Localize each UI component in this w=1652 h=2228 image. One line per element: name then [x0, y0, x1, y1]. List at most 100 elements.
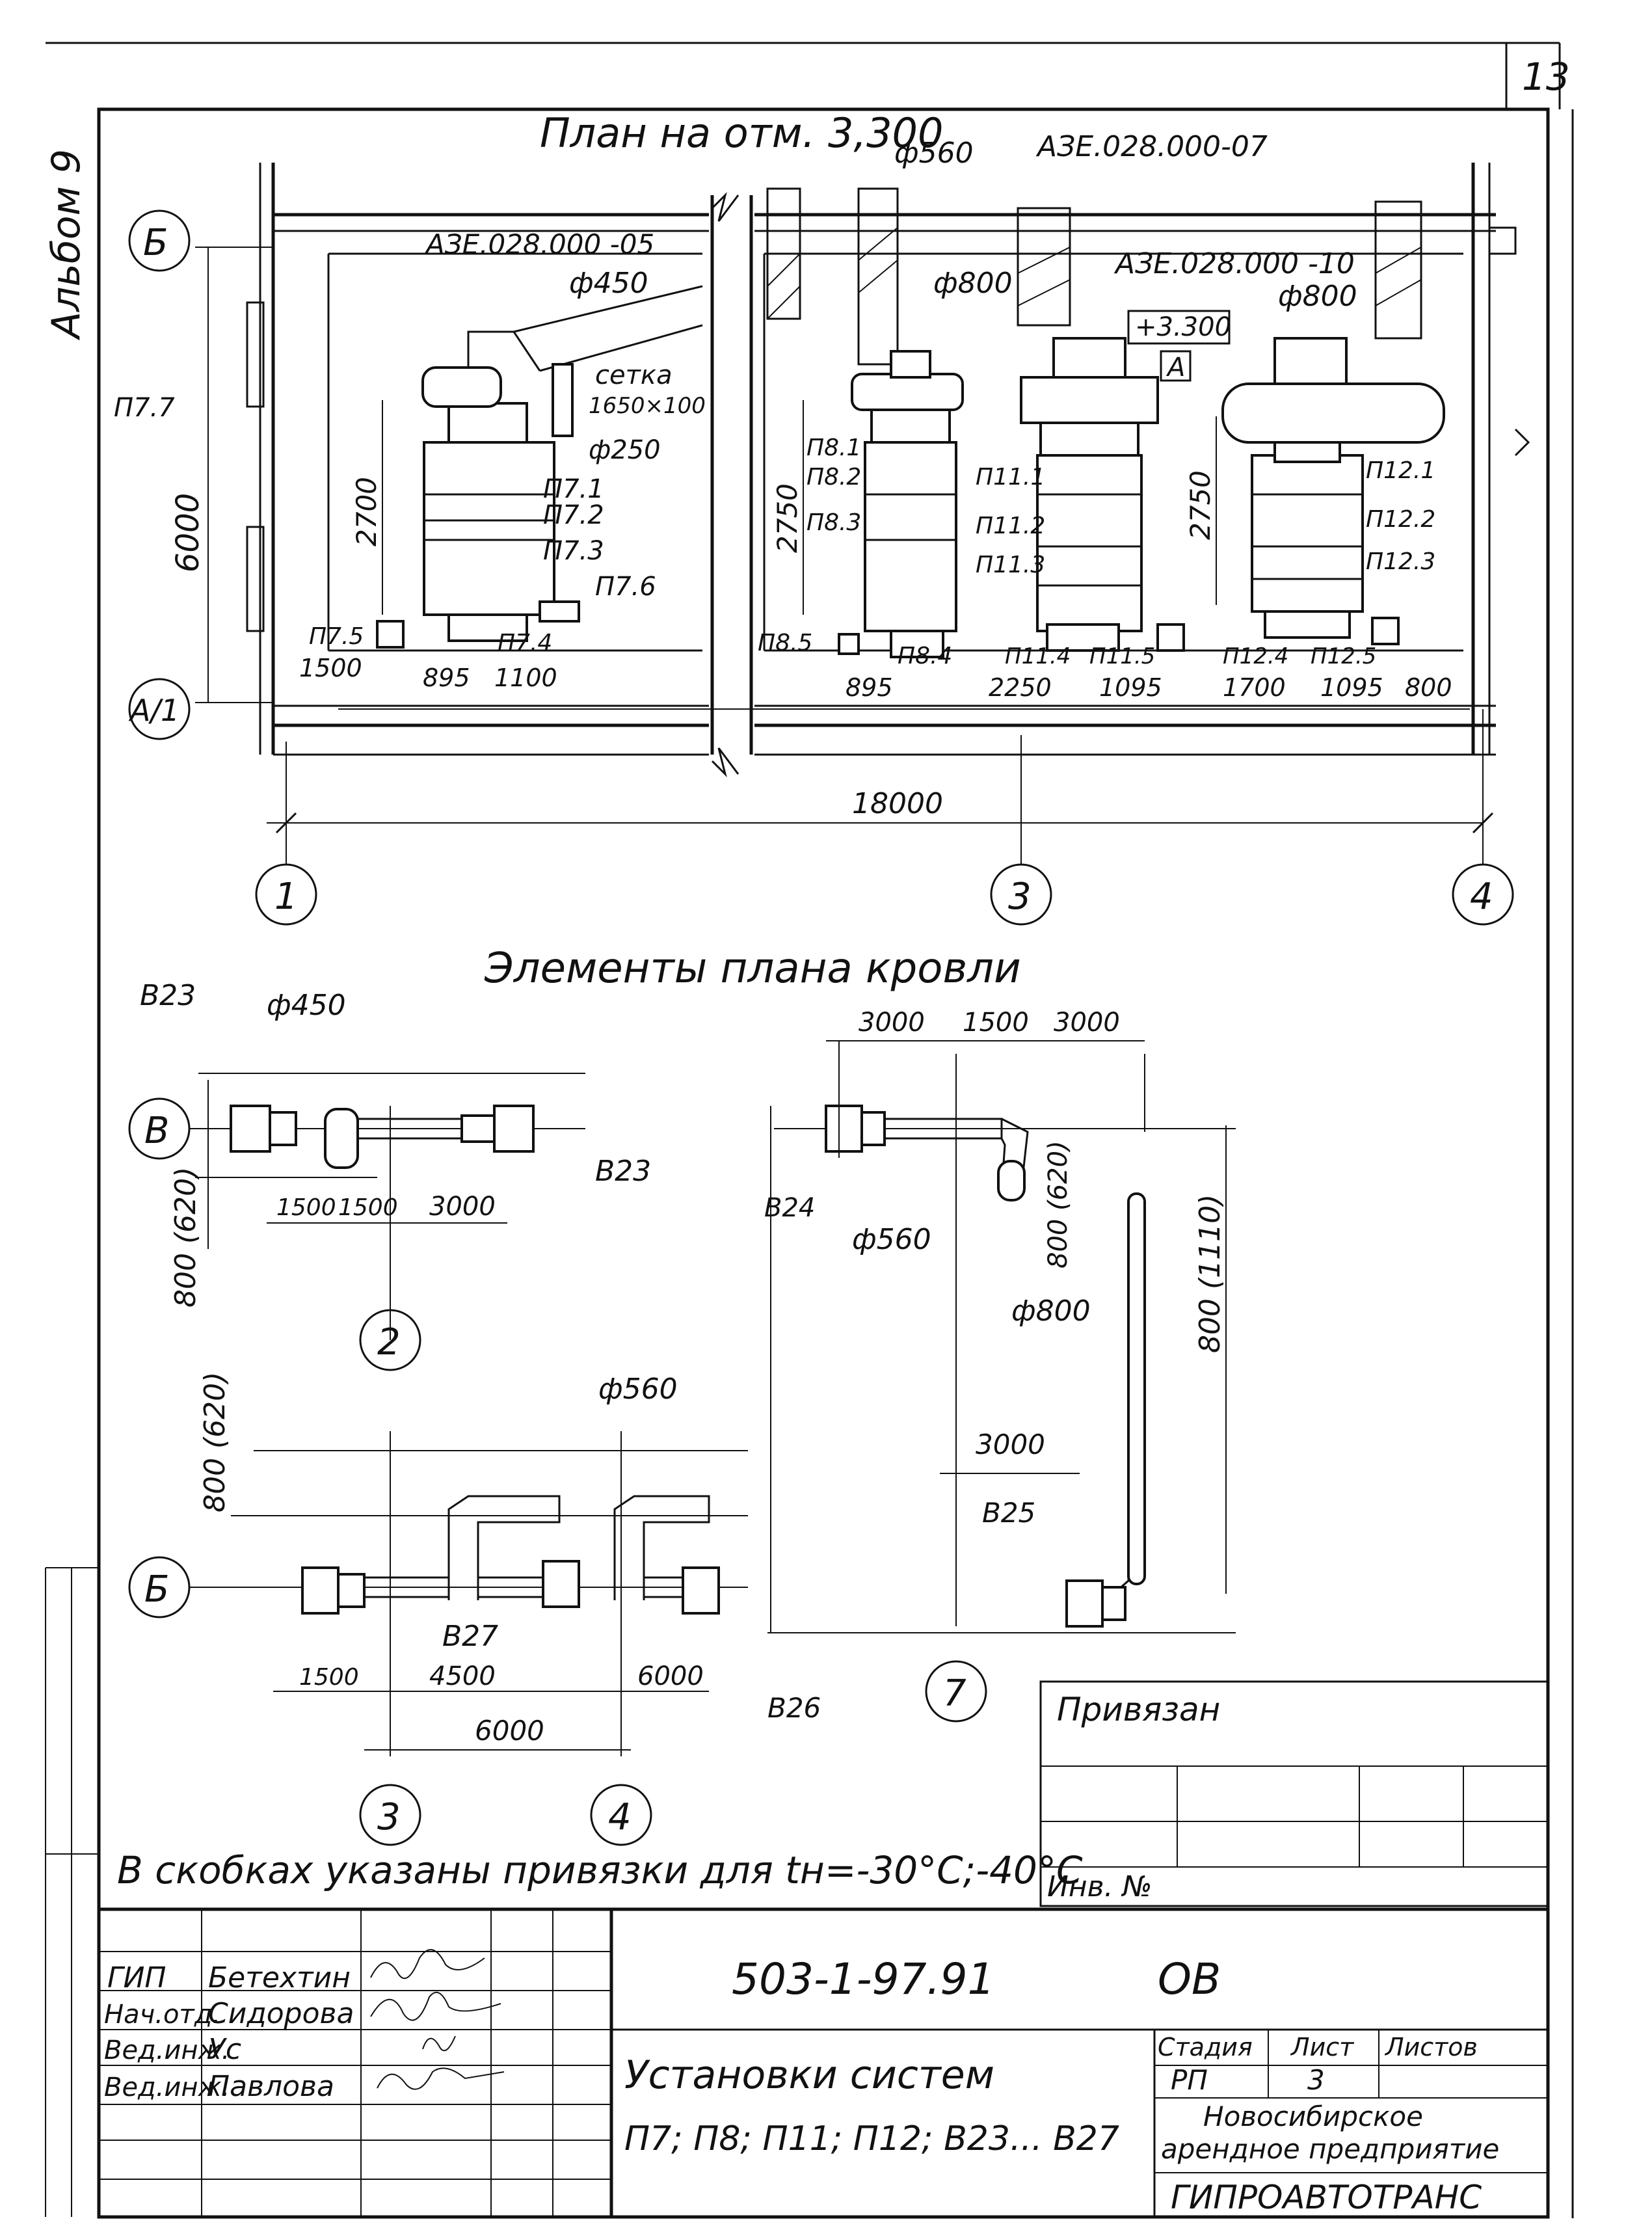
- roof-dim-4500: 4500: [429, 1661, 496, 1691]
- label-p73: П7.3: [543, 536, 604, 566]
- label-d800-plan-b: ф800: [1278, 280, 1357, 313]
- roof-d800: ф800: [1011, 1295, 1091, 1328]
- roof-dim-side-ur2: 800 (1110): [1193, 1194, 1227, 1353]
- axis-bubble-b: Б: [143, 222, 168, 264]
- dim-1100: 1100: [494, 664, 557, 692]
- roof-b26: В26: [767, 1692, 821, 1724]
- label-p125: П12.5: [1311, 643, 1376, 669]
- roof-dim-3000-a: 3000: [859, 1008, 925, 1038]
- roof-axis-lower-3: 3: [377, 1796, 401, 1838]
- label-p75: П7.5: [309, 623, 364, 650]
- roof-b27: В27: [442, 1620, 498, 1653]
- roof-title: Элементы плана кровли: [484, 945, 1021, 993]
- roof-upper-right: 3000 1500 3000 В24 ф560 800 (620) 800 (1…: [764, 1008, 1236, 1723]
- axis-bubble-3: 3: [1008, 876, 1032, 918]
- label-a3e-10: АЗЕ.028.000 -10: [1113, 247, 1355, 280]
- label-d800-plan-a: ф800: [933, 267, 1013, 300]
- dim-18000: 18000: [852, 787, 943, 820]
- label-p113: П11.3: [976, 552, 1045, 578]
- label-p85: П8.5: [758, 630, 812, 656]
- label-p124: П12.4: [1223, 643, 1288, 669]
- plan-view: План на отм. 3,300: [195, 109, 1530, 865]
- roof-dim-3000-b: 3000: [1054, 1008, 1120, 1038]
- roof-axis-2: 2: [377, 1321, 401, 1363]
- drawing-title-2: П7; П8; П11; П12; В23... В27: [624, 2119, 1119, 2158]
- dim-1700: 1700: [1223, 673, 1286, 702]
- label-d450-plan: ф450: [569, 267, 648, 300]
- label-p76: П7.6: [595, 572, 656, 602]
- dim-1500-plan: 1500: [299, 654, 362, 682]
- role-lead-eng-1: Вед.инж.: [104, 2035, 230, 2065]
- roof-dim-6000-a: 6000: [637, 1661, 704, 1691]
- label-p77: П7.7: [114, 393, 175, 423]
- plan-title: План на отм. 3,300: [540, 109, 943, 157]
- roof-axis-b: В: [144, 1110, 169, 1152]
- org-line-1: Новосибирское: [1203, 2100, 1423, 2132]
- label-elevation-mark: +3.300: [1135, 312, 1231, 342]
- plan-labels: ф560 АЗЕ.028.000-07 АЗЕ.028.000 -05 ф450…: [114, 130, 1452, 820]
- drawing-title-1: Установки систем: [624, 2052, 994, 2098]
- label-p82: П8.2: [806, 464, 861, 490]
- label-d250: ф250: [589, 435, 661, 465]
- label-view-a: А: [1166, 353, 1185, 383]
- role-head-dept: Нач.отд.: [104, 2000, 220, 2030]
- roof-b25: В25: [982, 1497, 1035, 1529]
- label-p115: П11.5: [1089, 643, 1155, 669]
- label-grid-size: 1650×100: [589, 393, 706, 419]
- dim-895-b: 895: [846, 673, 893, 702]
- roof-dim-side-ur1: 800 (620): [1043, 1140, 1073, 1268]
- label-p84: П8.4: [898, 643, 952, 669]
- name-lead-eng-2: Павлова: [208, 2070, 334, 2103]
- roof-d450: ф450: [267, 989, 346, 1022]
- label-p72: П7.2: [543, 500, 604, 530]
- roof-d560-ur: ф560: [852, 1223, 931, 1256]
- roof-dim-1500-ur: 1500: [963, 1008, 1029, 1038]
- project-code: 503-1-97.91: [732, 1954, 995, 2004]
- roof-upper-left: В В23 ф450 В23 800 (620) 1500 1500 3000 …: [128, 979, 651, 1371]
- signature-gip: [370, 1949, 485, 1980]
- roof-dim-3000-c: 3000: [976, 1429, 1045, 1460]
- roof-dim-1500-lower: 1500: [299, 1664, 359, 1691]
- roof-lower: Б ф560 800 (620) В27 В26 1500 4500 6000 …: [128, 1372, 821, 1846]
- label-p83: П8.3: [806, 509, 861, 536]
- role-gip: ГИП: [107, 1961, 167, 1994]
- dim-6000: 6000: [170, 493, 206, 572]
- roof-axis-7: 7: [943, 1672, 966, 1715]
- album-label: Альбом 9: [44, 149, 89, 341]
- roof-axis-lower-4: 4: [608, 1796, 632, 1838]
- label-p111: П11.1: [976, 464, 1045, 490]
- roof-b23-left: В23: [140, 979, 196, 1012]
- axis-bubble-4: 4: [1470, 876, 1493, 918]
- dim-1095-b: 1095: [1320, 673, 1383, 702]
- name-head-dept: Сидорова: [208, 1997, 354, 2030]
- sheet-frame: [46, 42, 1574, 2219]
- label-d560-plan: ф560: [894, 137, 974, 170]
- roof-dim-1500-a: 1500: [276, 1194, 336, 1221]
- label-p114: П11.4: [1005, 643, 1071, 669]
- dim-800-plan: 800: [1405, 673, 1452, 702]
- org-line-3: ГИПРОАВТОТРАНС: [1171, 2179, 1482, 2216]
- signature-lead-eng-1: [422, 2035, 456, 2052]
- sheets-header: Листов: [1384, 2033, 1478, 2061]
- page-number: 13: [1522, 55, 1570, 99]
- label-a3e-07: АЗЕ.028.000-07: [1035, 130, 1268, 163]
- role-lead-eng-2: Вед.инж.: [104, 2073, 230, 2102]
- roof-dim-6000-b: 6000: [475, 1715, 544, 1747]
- dim-2250: 2250: [989, 673, 1052, 702]
- name-gip: Бетехтин: [208, 1961, 351, 1994]
- label-p122: П12.2: [1366, 506, 1435, 533]
- roof-b24: В24: [764, 1193, 815, 1223]
- sheet-value: 3: [1307, 2064, 1325, 2096]
- dim-895-a: 895: [423, 664, 470, 692]
- label-p123: П12.3: [1366, 548, 1435, 575]
- label-p74: П7.4: [498, 630, 552, 656]
- roof-dim-3000: 3000: [429, 1192, 496, 1222]
- temperature-note: В скобках указаны привязки для tн=-30°С;…: [117, 1848, 1083, 1892]
- stage-header: Стадия: [1158, 2033, 1253, 2061]
- label-p121: П12.1: [1366, 457, 1435, 484]
- roof-dim-side-lower: 800 (620): [198, 1372, 232, 1512]
- label-grid-title: сетка: [595, 360, 673, 390]
- roof-dim-side-ul: 800 (620): [169, 1167, 202, 1308]
- roof-axis-lower-b: Б: [144, 1568, 169, 1611]
